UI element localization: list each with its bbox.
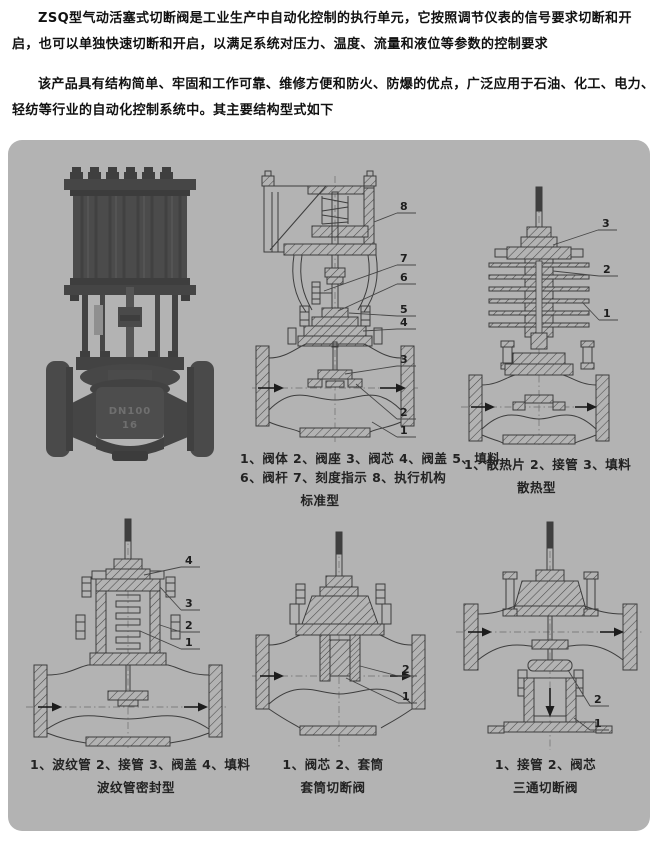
caption-radiator-line1: 1、散热片 2、接管 3、填料 bbox=[464, 457, 632, 472]
callout-number: 6 bbox=[400, 271, 408, 284]
caption-standard-title: 标准型 bbox=[300, 493, 340, 508]
callout-number: 1 bbox=[402, 690, 410, 703]
yoke-group bbox=[292, 254, 378, 348]
callout-number: 5 bbox=[400, 303, 408, 316]
diagram-bellows: 4 3 2 1 bbox=[26, 518, 226, 749]
intro-paragraph-2: 该产品具有结构简单、牢固和工作可靠、维修方便和防火、防爆的优点，广泛应用于石油、… bbox=[12, 77, 655, 118]
diagram-sleeve: 2 1 bbox=[252, 531, 426, 748]
photo-valve-body: DN100 16 bbox=[46, 351, 214, 461]
diagram-threeway: 2 1 bbox=[456, 521, 644, 750]
body-group bbox=[33, 664, 223, 747]
body-group bbox=[255, 341, 415, 438]
diagram-radiator: 3 2 1 bbox=[461, 186, 618, 447]
intro-paragraph-1: ZSQ型气动活塞式切断阀是工业生产中自动化控制的执行单元，它按照调节仪表的信号要… bbox=[12, 11, 632, 52]
caption-standard: 1、阀体 2、阀座 3、阀芯 4、阀盖 5、填料 6、阀杆 7、刻度指示 8、执… bbox=[240, 449, 500, 510]
bonnet-group bbox=[289, 575, 392, 636]
flow-arrows bbox=[471, 402, 597, 412]
caption-standard-line2: 6、阀杆 7、刻度指示 8、执行机构 bbox=[240, 470, 447, 485]
callout-number: 1 bbox=[400, 424, 408, 437]
caption-bellows-line1: 1、波纹管 2、接管 3、阀盖 4、填料 bbox=[30, 757, 251, 772]
caption-standard-line1: 1、阀体 2、阀座 3、阀芯 4、阀盖 5、填料 bbox=[240, 451, 501, 466]
bonnet-group bbox=[502, 569, 599, 617]
caption-radiator-title: 散热型 bbox=[516, 480, 556, 495]
callouts-standard: 8 7 6 5 4 3 2 1 bbox=[323, 200, 416, 438]
actuator-group bbox=[261, 170, 377, 256]
callout-number: 1 bbox=[603, 307, 611, 320]
caption-threeway-line1: 1、接管 2、阀芯 bbox=[494, 757, 597, 772]
bellows-chamber-group bbox=[75, 590, 181, 666]
callout-number: 2 bbox=[594, 693, 602, 706]
radiator-fins-group bbox=[488, 258, 590, 350]
callout-number: 7 bbox=[400, 252, 408, 265]
callout-number: 4 bbox=[185, 554, 193, 567]
sleeve-group bbox=[319, 634, 361, 682]
photo-marking-dn: DN100 bbox=[109, 406, 152, 417]
callout-number: 1 bbox=[185, 636, 193, 649]
callout-number: 3 bbox=[400, 353, 408, 366]
callouts-threeway: 2 1 bbox=[567, 669, 609, 731]
stem-group bbox=[335, 531, 343, 577]
photo-marking-pn: 16 bbox=[122, 420, 138, 431]
diagram-standard: 8 7 6 5 4 3 2 1 bbox=[252, 170, 418, 442]
packing-group bbox=[81, 558, 176, 598]
body-group bbox=[468, 374, 610, 445]
flow-arrows bbox=[38, 702, 208, 712]
photo-actuator bbox=[64, 167, 196, 301]
callout-number: 4 bbox=[400, 316, 408, 329]
callouts-sleeve: 2 1 bbox=[345, 663, 417, 704]
body-group bbox=[255, 634, 426, 736]
lower-port-group bbox=[487, 669, 613, 734]
callout-number: 2 bbox=[185, 619, 193, 632]
intro-text: ZSQ型气动活塞式切断阀是工业生产中自动化控制的执行单元，它按照调节仪表的信号要… bbox=[12, 6, 656, 124]
body-group bbox=[463, 603, 638, 672]
callout-number: 3 bbox=[602, 217, 610, 230]
stem-group bbox=[546, 521, 554, 573]
bellows-accordion bbox=[115, 594, 141, 650]
packing-group bbox=[494, 226, 584, 260]
callout-number: 2 bbox=[400, 406, 408, 419]
flow-arrows bbox=[258, 383, 406, 393]
callout-number: 8 bbox=[400, 200, 408, 213]
product-photo: DN100 16 bbox=[46, 167, 214, 461]
photo-yoke bbox=[82, 287, 178, 357]
caption-sleeve-line1: 1、阀芯 2、套筒 bbox=[282, 757, 384, 772]
bonnet-group bbox=[287, 305, 383, 347]
caption-threeway-title: 三通切断阀 bbox=[512, 780, 578, 795]
caption-sleeve-title: 套筒切断阀 bbox=[300, 780, 366, 795]
flow-arrows bbox=[468, 627, 624, 717]
caption-bellows-title: 波纹管密封型 bbox=[96, 780, 175, 795]
caption-sleeve: 1、阀芯 2、套筒 套筒切断阀 bbox=[258, 755, 408, 797]
caption-bellows: 1、波纹管 2、接管 3、阀盖 4、填料 波纹管密封型 bbox=[30, 755, 250, 797]
callouts-radiator: 3 2 1 bbox=[552, 217, 618, 321]
callout-number: 2 bbox=[603, 263, 611, 276]
caption-radiator: 1、散热片 2、接管 3、填料 散热型 bbox=[464, 455, 639, 497]
callout-number: 3 bbox=[185, 597, 193, 610]
callout-number: 2 bbox=[402, 663, 410, 676]
callout-number: 1 bbox=[594, 717, 602, 730]
caption-threeway: 1、接管 2、阀芯 三通切断阀 bbox=[468, 755, 623, 797]
callouts-bellows: 4 3 2 1 bbox=[139, 554, 200, 650]
